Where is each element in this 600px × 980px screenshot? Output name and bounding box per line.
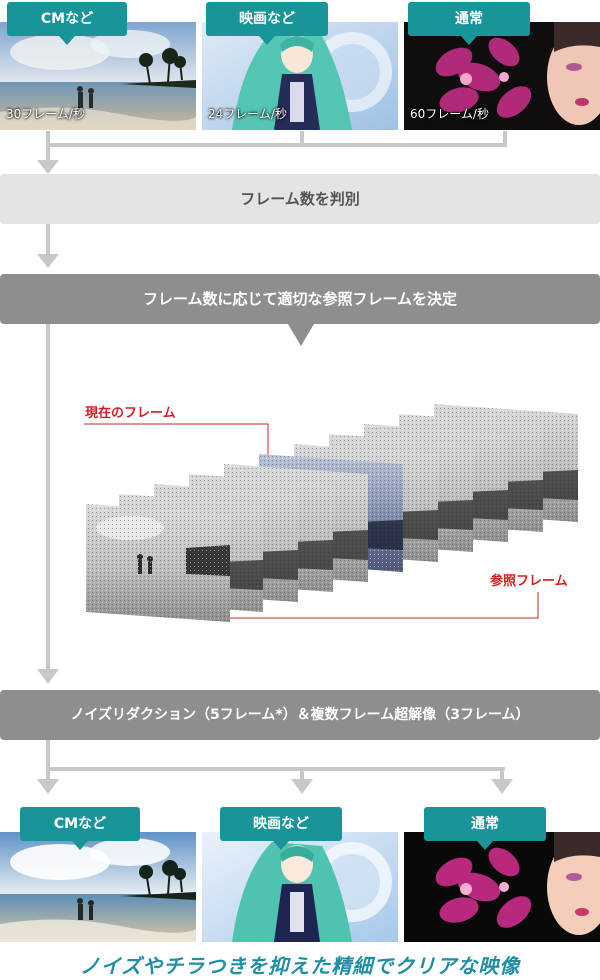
tag-movie: 映画など: [220, 807, 342, 850]
frame-rate-label: 30フレーム/秒: [6, 107, 85, 121]
orchid-face-scene: [404, 832, 600, 942]
bottom-image-movie: [202, 832, 398, 942]
front-frame: [86, 504, 230, 622]
tag-normal: 通常: [424, 807, 546, 850]
anime-scene: [202, 832, 398, 942]
tag-movie: 映画など: [206, 2, 328, 45]
tag-normal: 通常: [408, 2, 530, 45]
step-noise-reduction-super-resolution: ノイズリダクション（5フレーム*）＆複数フレーム超解像（3フレーム）: [0, 690, 600, 740]
current-frame-label: 現在のフレーム: [85, 406, 176, 421]
top-image-movie: 24フレーム/秒: [202, 22, 398, 130]
step-detect-frame-count: フレーム数を判別: [0, 174, 600, 224]
tag-cm: CMなど: [7, 2, 127, 45]
result-caption: ノイズやチラつきを抑えた精細でクリアな映像: [79, 954, 521, 978]
frame-rate-label: 24フレーム/秒: [208, 107, 287, 121]
tag-cm: CMなど: [20, 807, 140, 850]
bottom-image-cm: [0, 832, 196, 942]
bottom-image-normal: [404, 832, 600, 942]
top-image-normal: 60フレーム/秒: [404, 22, 600, 130]
beach-scene: [0, 832, 196, 942]
step-select-reference-frames: フレーム数に応じて適切な参照フレームを決定: [0, 274, 600, 324]
reference-frame-label: 参照フレーム: [490, 574, 568, 589]
orchid-face-scene: [404, 22, 600, 130]
frame-rate-label: 60フレーム/秒: [410, 107, 489, 121]
anime-scene: [202, 22, 398, 130]
